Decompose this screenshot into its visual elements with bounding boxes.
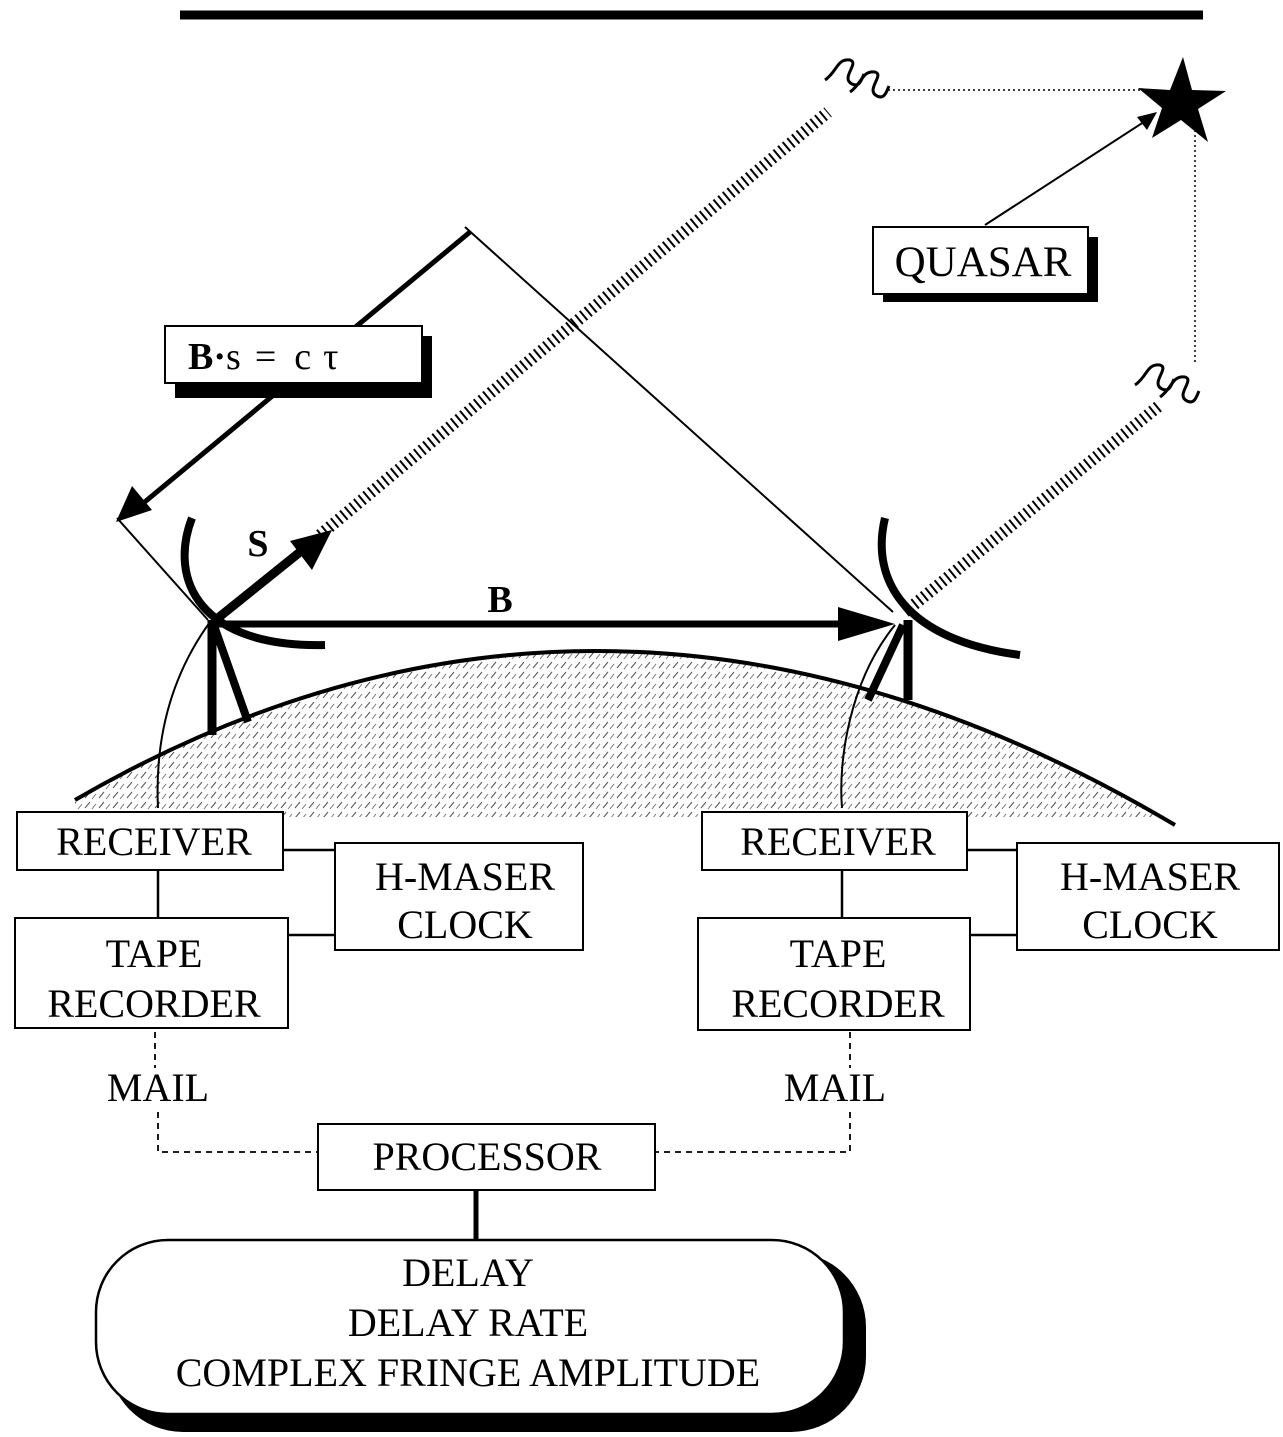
right-clock-label-line2: CLOCK: [1082, 902, 1218, 947]
equation-b: B: [188, 336, 213, 378]
quasar-pointer: [984, 117, 1151, 226]
right-recorder-label-line2: RECORDER: [731, 981, 945, 1026]
quasar-label: QUASAR: [895, 239, 1072, 286]
left-mail-label: MAIL: [107, 1065, 209, 1110]
left-clock-label-line1: H-MASER: [375, 854, 555, 899]
baseline-vector-label: B: [487, 579, 512, 621]
signal-break-marks: [824, 58, 1201, 404]
left-station-wiring: [156, 848, 335, 937]
equation-equals: =: [255, 336, 276, 378]
baseline-vector: B: [212, 579, 895, 641]
left-clock-label-line2: CLOCK: [397, 902, 533, 947]
equation-dot: ·: [213, 336, 226, 378]
left-receiver-label: RECEIVER: [56, 819, 252, 864]
left-tape-recorder-box: TAPE RECORDER: [14, 917, 289, 1029]
svg-text:B·s=cτ: B·s = cτ: [188, 336, 338, 378]
quasar-sightlines: [888, 89, 1196, 365]
left-hmaser-clock-box: H-MASER CLOCK: [334, 842, 584, 951]
quasar-star-icon: [1138, 57, 1226, 142]
right-antenna: [840, 517, 1021, 809]
source-vector-label: S: [247, 523, 268, 565]
left-antenna: [156, 516, 326, 809]
output-complex-fringe-amplitude: COMPLEX FRINGE AMPLITUDE: [176, 1350, 760, 1395]
source-vector: S: [210, 523, 332, 626]
output-delay: DELAY: [402, 1250, 534, 1295]
right-hmaser-clock-box: H-MASER CLOCK: [1016, 842, 1280, 951]
right-tape-recorder-box: TAPE RECORDER: [697, 917, 971, 1031]
quasar-label-box: QUASAR: [872, 226, 1098, 302]
right-receiver-label: RECEIVER: [740, 819, 936, 864]
outputs-box: DELAY DELAY RATE COMPLEX FRINGE AMPLITUD…: [94, 1238, 866, 1432]
right-station-wiring: [840, 848, 1017, 937]
left-recorder-label-line2: RECORDER: [47, 981, 261, 1026]
equation-s: s: [226, 336, 241, 378]
wavefront-geometry: [116, 226, 894, 621]
signal-rays: [316, 107, 1164, 617]
right-clock-label-line1: H-MASER: [1060, 854, 1240, 899]
equation-tau: τ: [323, 336, 338, 378]
right-recorder-label-line1: TAPE: [790, 931, 887, 976]
right-mail-label: MAIL: [784, 1065, 886, 1110]
equation-c: c: [294, 336, 311, 378]
right-receiver-box: RECEIVER: [701, 811, 968, 871]
output-delay-rate: DELAY RATE: [348, 1300, 588, 1345]
left-recorder-label-line1: TAPE: [106, 931, 203, 976]
processor-label: PROCESSOR: [373, 1134, 602, 1179]
processor-box: PROCESSOR: [317, 1123, 656, 1191]
mail-routes: [154, 1032, 851, 1153]
left-receiver-box: RECEIVER: [16, 811, 284, 871]
